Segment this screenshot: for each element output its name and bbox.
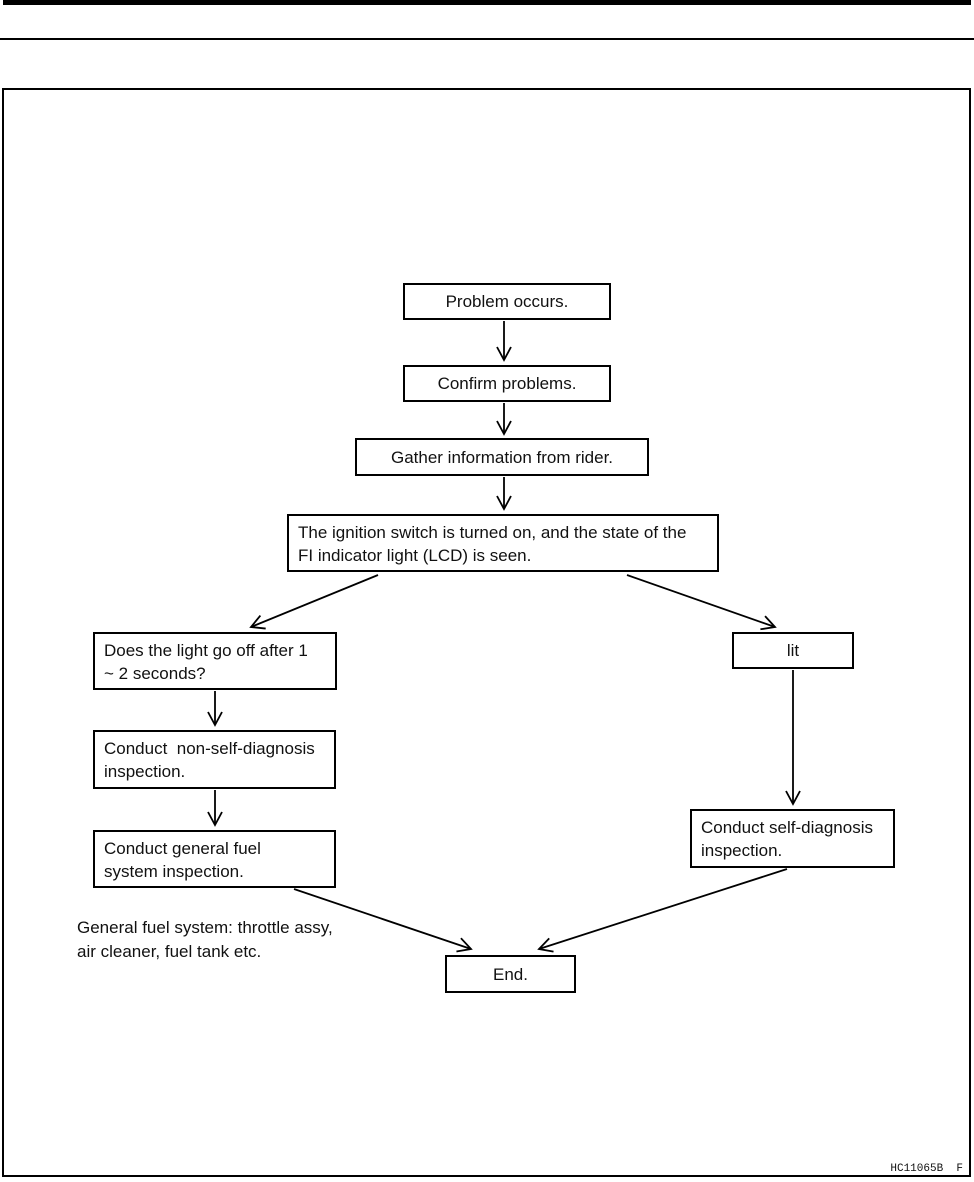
node-label: Gather information from rider. — [390, 447, 614, 467]
node-label: Problem occurs. — [445, 292, 569, 311]
header-rule-bottom — [0, 38, 974, 40]
node-label-line: ~ 2 seconds? — [104, 664, 206, 683]
node-label-line: FI indicator light (LCD) is seen. — [298, 546, 532, 565]
node-self-diagnosis-inspection: Conduct self-diagnosis inspection. — [690, 809, 895, 868]
node-lit: lit — [732, 632, 854, 669]
node-gather-information: Gather information from rider. — [355, 438, 649, 476]
node-label: End. — [493, 964, 528, 984]
edge-general-fuel-to-end — [293, 888, 473, 953]
node-label-line: system inspection. — [104, 862, 244, 881]
node-label-line: Conduct general fuel — [104, 839, 261, 858]
node-label-line: inspection. — [701, 841, 783, 860]
edge-ignition-to-light-off — [249, 574, 379, 630]
node-confirm-problems: Confirm problems. — [403, 365, 611, 402]
node-light-go-off-question: Does the light go off after 1 ~ 2 second… — [93, 632, 337, 690]
node-label: lit — [786, 641, 800, 660]
node-label: Confirm problems. — [437, 374, 577, 393]
node-problem-occurs: Problem occurs. — [403, 283, 611, 320]
node-non-self-diagnosis-inspection: Conduct non-self-diagnosis inspection. — [93, 730, 336, 789]
node-label-line: Conduct self-diagnosis — [701, 818, 873, 837]
document-code: HC11065B F — [890, 1163, 963, 1175]
general-fuel-note: General fuel system: throttle assy, air … — [77, 916, 333, 964]
edge-ignition-to-lit — [626, 574, 777, 631]
header-rule-top — [3, 0, 971, 5]
diagram-frame — [2, 88, 971, 1177]
node-label-line: Conduct non-self-diagnosis — [104, 739, 315, 758]
note-line: General fuel system: throttle assy, — [77, 918, 333, 937]
node-general-fuel-inspection: Conduct general fuel system inspection. — [93, 830, 336, 888]
node-label-line: inspection. — [104, 762, 186, 781]
node-end: End. — [445, 955, 576, 993]
edge-self-diagnosis-to-end — [537, 868, 788, 953]
node-ignition-switch-state: The ignition switch is turned on, and th… — [287, 514, 719, 572]
node-label-line: The ignition switch is turned on, and th… — [298, 523, 687, 542]
node-label-line: Does the light go off after 1 — [104, 641, 308, 660]
note-line: air cleaner, fuel tank etc. — [77, 942, 262, 961]
